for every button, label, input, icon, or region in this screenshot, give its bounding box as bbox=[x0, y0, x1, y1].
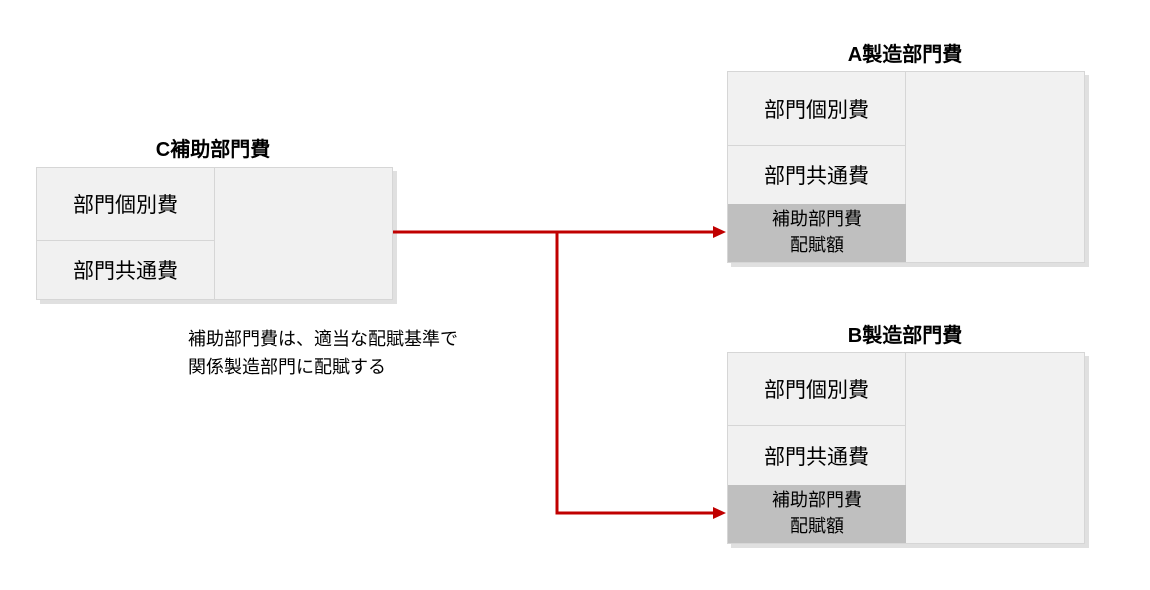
note-line2: 関係製造部門に配賦する bbox=[188, 357, 386, 378]
arrowhead-b bbox=[713, 507, 726, 519]
a-dept-title: A製造部門費 bbox=[847, 44, 963, 66]
c-dept-title: C補助部門費 bbox=[155, 139, 271, 161]
note-line1: 補助部門費は、適当な配賦基準で bbox=[188, 329, 458, 350]
c-row-individual: 部門個別費 bbox=[37, 168, 215, 241]
c-row-common: 部門共通費 bbox=[37, 241, 215, 299]
b-alloc-line2: 配賦額 bbox=[790, 516, 844, 537]
arrow-to-b bbox=[555, 232, 716, 515]
a-row-common: 部門共通費 bbox=[728, 146, 906, 204]
c-dept-box: 部門個別費 部門共通費 bbox=[36, 167, 393, 300]
b-row-common: 部門共通費 bbox=[728, 426, 906, 485]
a-alloc-line1: 補助部門費 bbox=[772, 209, 862, 230]
allocation-note: 補助部門費は、適当な配賦基準で 関係製造部門に配賦する bbox=[188, 326, 458, 382]
b-alloc-line1: 補助部門費 bbox=[772, 490, 862, 511]
b-dept-title: B製造部門費 bbox=[847, 325, 963, 347]
a-row-allocation: 補助部門費 配賦額 bbox=[728, 204, 906, 262]
a-row-individual: 部門個別費 bbox=[728, 72, 906, 146]
b-row-individual: 部門個別費 bbox=[728, 353, 906, 426]
arrowhead-a bbox=[713, 226, 726, 238]
b-dept-box: 部門個別費 部門共通費 補助部門費 配賦額 bbox=[727, 352, 1085, 544]
a-dept-box: 部門個別費 部門共通費 補助部門費 配賦額 bbox=[727, 71, 1085, 263]
b-row-allocation: 補助部門費 配賦額 bbox=[728, 485, 906, 543]
a-alloc-line2: 配賦額 bbox=[790, 235, 844, 256]
